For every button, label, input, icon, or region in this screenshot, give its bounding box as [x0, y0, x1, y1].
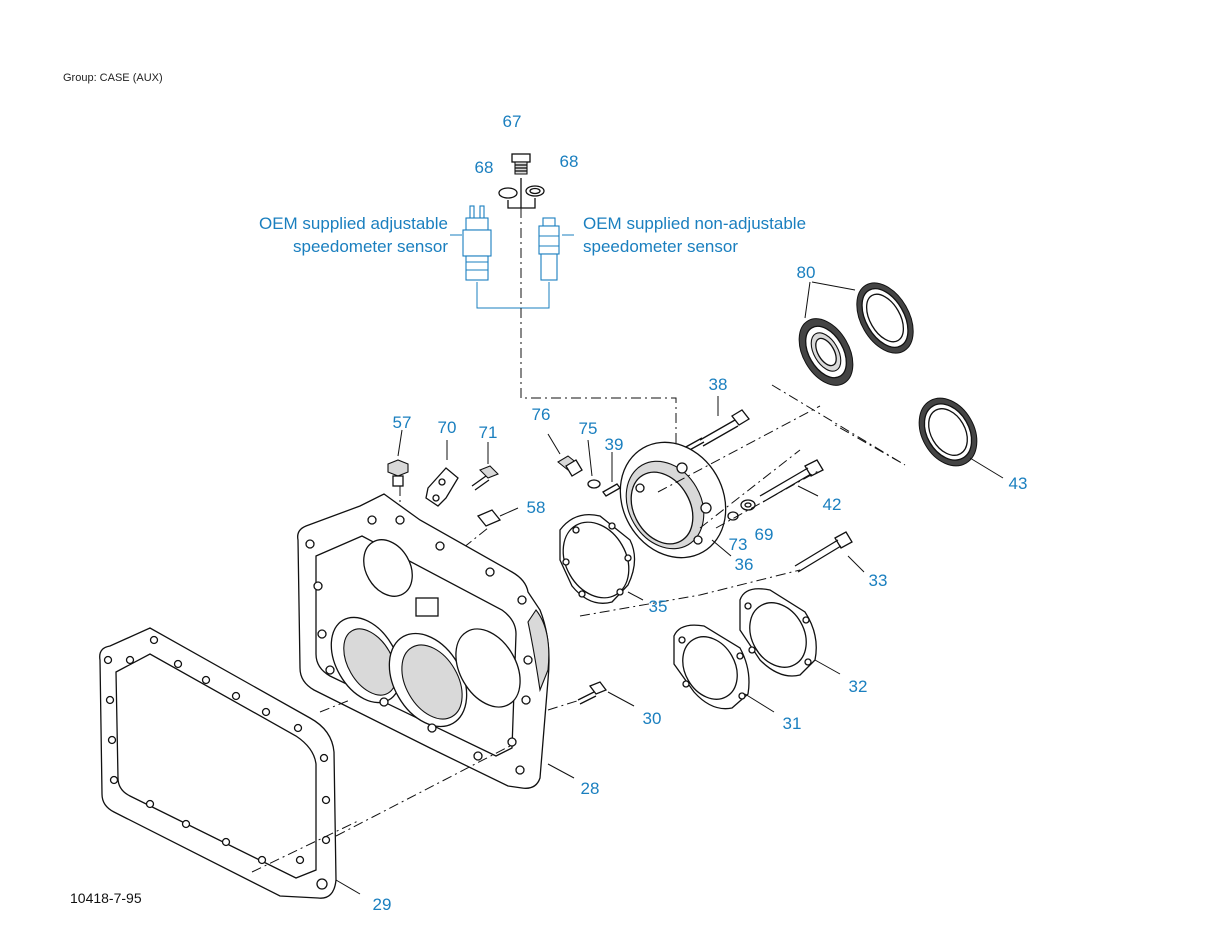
label-39: 39 [605, 435, 624, 454]
non-adjustable-sensor-label-line2: speedometer sensor [583, 237, 738, 256]
label-43: 43 [1009, 474, 1028, 493]
part-35-gasket [559, 513, 636, 604]
part-43-seal [918, 397, 978, 467]
part-68-right-o-ring [525, 185, 545, 197]
part-68-left-o-ring [498, 187, 518, 199]
label-32: 32 [849, 677, 868, 696]
part-76-plug [557, 455, 583, 477]
part-69-washer [740, 499, 756, 511]
part-80-bearing-a [798, 318, 854, 386]
label-29: 29 [373, 895, 392, 914]
non-adjustable-speedometer-sensor [538, 217, 560, 281]
adjustable-speedometer-sensor [462, 205, 492, 281]
adjustable-sensor-label-line1: OEM supplied adjustable [259, 214, 448, 233]
part-71-fitting [471, 465, 499, 491]
part-39-pin [602, 483, 621, 497]
label-76: 76 [532, 405, 551, 424]
label-68-left: 68 [475, 158, 494, 177]
label-70: 70 [438, 418, 457, 437]
label-80: 80 [797, 263, 816, 282]
part-57-screw [387, 459, 409, 487]
part-36-bearing-retainer [619, 441, 727, 559]
figure-id: 10418-7-95 [70, 890, 142, 906]
label-73: 73 [729, 535, 748, 554]
label-33: 33 [869, 571, 888, 590]
part-42-bolt [759, 459, 824, 503]
non-adjustable-sensor-label-line1: OEM supplied non-adjustable [583, 214, 806, 233]
part-28-auxiliary-case [297, 493, 550, 789]
label-58: 58 [527, 498, 546, 517]
label-31: 31 [783, 714, 802, 733]
group-label: Group: CASE (AUX) [63, 72, 163, 84]
label-67: 67 [503, 112, 522, 131]
part-80-bearing-b [856, 282, 914, 354]
label-28: 28 [581, 779, 600, 798]
part-32-cover [739, 588, 817, 677]
label-35: 35 [649, 597, 668, 616]
part-33-bolt [794, 531, 853, 573]
part-31-gasket [673, 624, 750, 710]
label-68-right: 68 [560, 152, 579, 171]
label-38: 38 [709, 375, 728, 394]
label-71: 71 [479, 423, 498, 442]
part-30-screw [577, 681, 608, 705]
part-38-bolt [683, 409, 750, 453]
label-36: 36 [735, 555, 754, 574]
part-75-washer [587, 479, 601, 489]
label-69: 69 [755, 525, 774, 544]
part-70-bracket [425, 467, 459, 507]
label-30: 30 [643, 709, 662, 728]
label-42: 42 [823, 495, 842, 514]
label-57: 57 [393, 413, 412, 432]
label-75: 75 [579, 419, 598, 438]
part-58-fitting [476, 509, 502, 527]
adjustable-sensor-label-line2: speedometer sensor [293, 237, 448, 256]
part-67-plug [511, 153, 531, 175]
